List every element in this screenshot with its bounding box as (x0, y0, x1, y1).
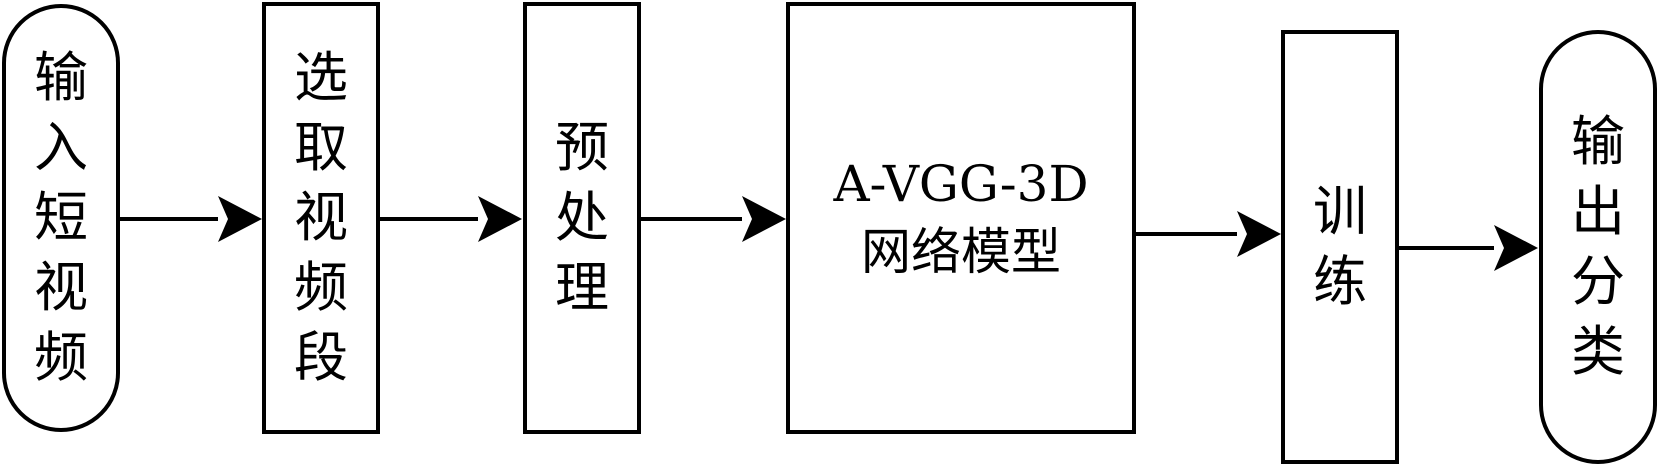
arrow-input-to-select (120, 196, 262, 242)
model-name: A-VGG-3D (833, 155, 1089, 213)
model-label: A-VGG-3D 网络模型 (833, 150, 1088, 286)
arrow-preprocess-to-model (641, 196, 786, 242)
input-short-video-node: 输入短视频 (2, 4, 120, 432)
train-label: 训练 (1313, 180, 1367, 313)
arrow-select-to-preprocess (380, 196, 522, 242)
preprocess-label: 预处理 (555, 116, 609, 319)
train-node: 训练 (1281, 30, 1399, 464)
output-classification-node: 输出分类 (1539, 30, 1657, 464)
select-video-segment-node: 选取视频段 (262, 2, 380, 434)
a-vgg-3d-model-node: A-VGG-3D 网络模型 (786, 2, 1136, 434)
output-classification-label: 输出分类 (1571, 110, 1625, 383)
arrow-model-to-train (1134, 211, 1281, 257)
model-subtitle: 网络模型 (860, 223, 1061, 281)
select-video-segment-label: 选取视频段 (294, 46, 348, 389)
preprocess-node: 预处理 (523, 2, 641, 434)
input-short-video-label: 输入短视频 (34, 46, 88, 389)
arrow-train-to-output (1398, 225, 1538, 271)
